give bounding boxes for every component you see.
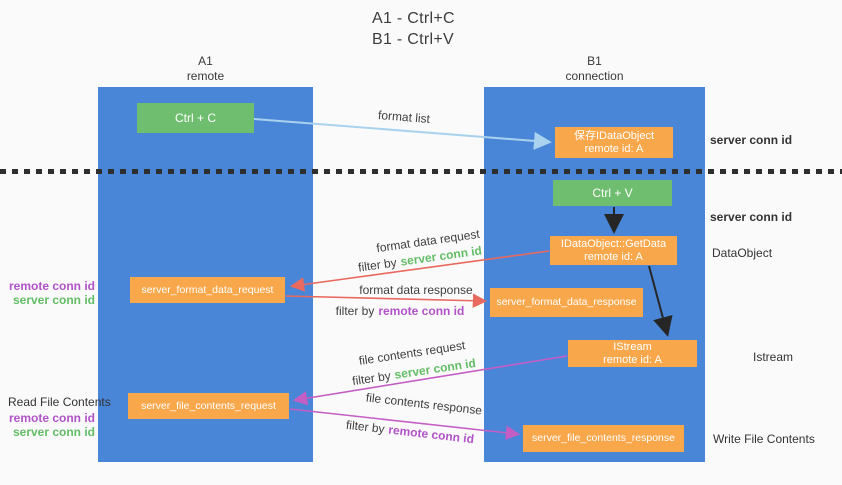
label-server-conn-id-right-top: server conn id (710, 133, 793, 147)
file-contents-request-arrow (292, 355, 568, 406)
dashed-divider (0, 169, 842, 174)
node-istream-line2: remote id: A (603, 353, 662, 366)
getdata-to-istream-arrow (648, 265, 673, 337)
title-line-b1: B1 - Ctrl+V (372, 31, 454, 48)
node-ctrl-v-label: Ctrl + V (592, 186, 633, 200)
label-server-conn-id-left-bottom: server conn id (12, 425, 95, 439)
node-server-file-contents-request: server_file_contents_request (128, 393, 289, 419)
file-contents-response-arrow (289, 408, 521, 440)
title-line-a1: A1 - Ctrl+C (372, 10, 455, 27)
label-write-file-contents: Write File Contents (713, 432, 815, 446)
node-getdata-line1: IDataObject::GetData (560, 237, 667, 250)
node-istream: IStream remote id: A (568, 340, 697, 367)
filter-by-text-2: filter by (335, 304, 375, 318)
node-server-format-data-request: server_format_data_request (130, 277, 285, 303)
node-istream-line1: IStream (613, 340, 652, 353)
label-istream: Istream (753, 350, 794, 364)
label-server-conn-id-left-top: server conn id (12, 293, 95, 307)
node-save-idataobject-line1: 保存IDataObject (573, 129, 655, 142)
format-data-request-arrow (289, 250, 550, 292)
left-conn-ids-bottom: remote conn id server conn id (0, 411, 95, 439)
node-getdata-line2: remote id: A (584, 250, 643, 263)
format-data-response-arrow (285, 293, 488, 308)
node-server-format-data-response: server_format_data_response (490, 288, 643, 317)
left-conn-ids-top: remote conn id server conn id (0, 279, 95, 307)
label-remote-conn-id-left-bottom: remote conn id (8, 411, 95, 425)
node-save-idataobject-line2: remote id: A (584, 142, 644, 155)
node-server-format-data-response-label: server_format_data_response (496, 296, 637, 308)
label-server-conn-id-right-mid: server conn id (710, 210, 793, 224)
lane-b1-name: B1 (587, 54, 602, 68)
node-server-file-contents-response: server_file_contents_response (523, 425, 684, 452)
label-format-data-response: format data response (359, 283, 473, 297)
node-idataobject-getdata: IDataObject::GetData remote id: A (550, 236, 677, 265)
lane-a1-name: A1 (198, 54, 213, 68)
node-server-file-contents-response-label: server_file_contents_response (531, 432, 675, 444)
lane-a1-role: remote (186, 69, 225, 83)
node-ctrl-v: Ctrl + V (553, 180, 672, 206)
lane-b1-role: connection (565, 69, 624, 83)
node-ctrl-c: Ctrl + C (137, 103, 254, 133)
lane-header-b1: B1 connection (484, 54, 705, 84)
remote-conn-id-text-1: remote conn id (378, 304, 465, 318)
diagram-title: A1 - Ctrl+C B1 - Ctrl+V (372, 8, 455, 50)
lane-header-a1: A1 remote (98, 54, 313, 84)
label-remote-conn-id-left-top: remote conn id (8, 279, 95, 293)
node-ctrl-c-label: Ctrl + C (174, 111, 216, 125)
node-save-idataobject: 保存IDataObject remote id: A (555, 127, 673, 158)
format-list-arrow (253, 118, 552, 150)
label-read-file-contents: Read File Contents (8, 395, 111, 409)
node-server-format-data-request-label: server_format_data_request (141, 283, 274, 296)
node-server-file-contents-request-label: server_file_contents_request (141, 399, 276, 412)
label-dataobject: DataObject (712, 246, 773, 260)
